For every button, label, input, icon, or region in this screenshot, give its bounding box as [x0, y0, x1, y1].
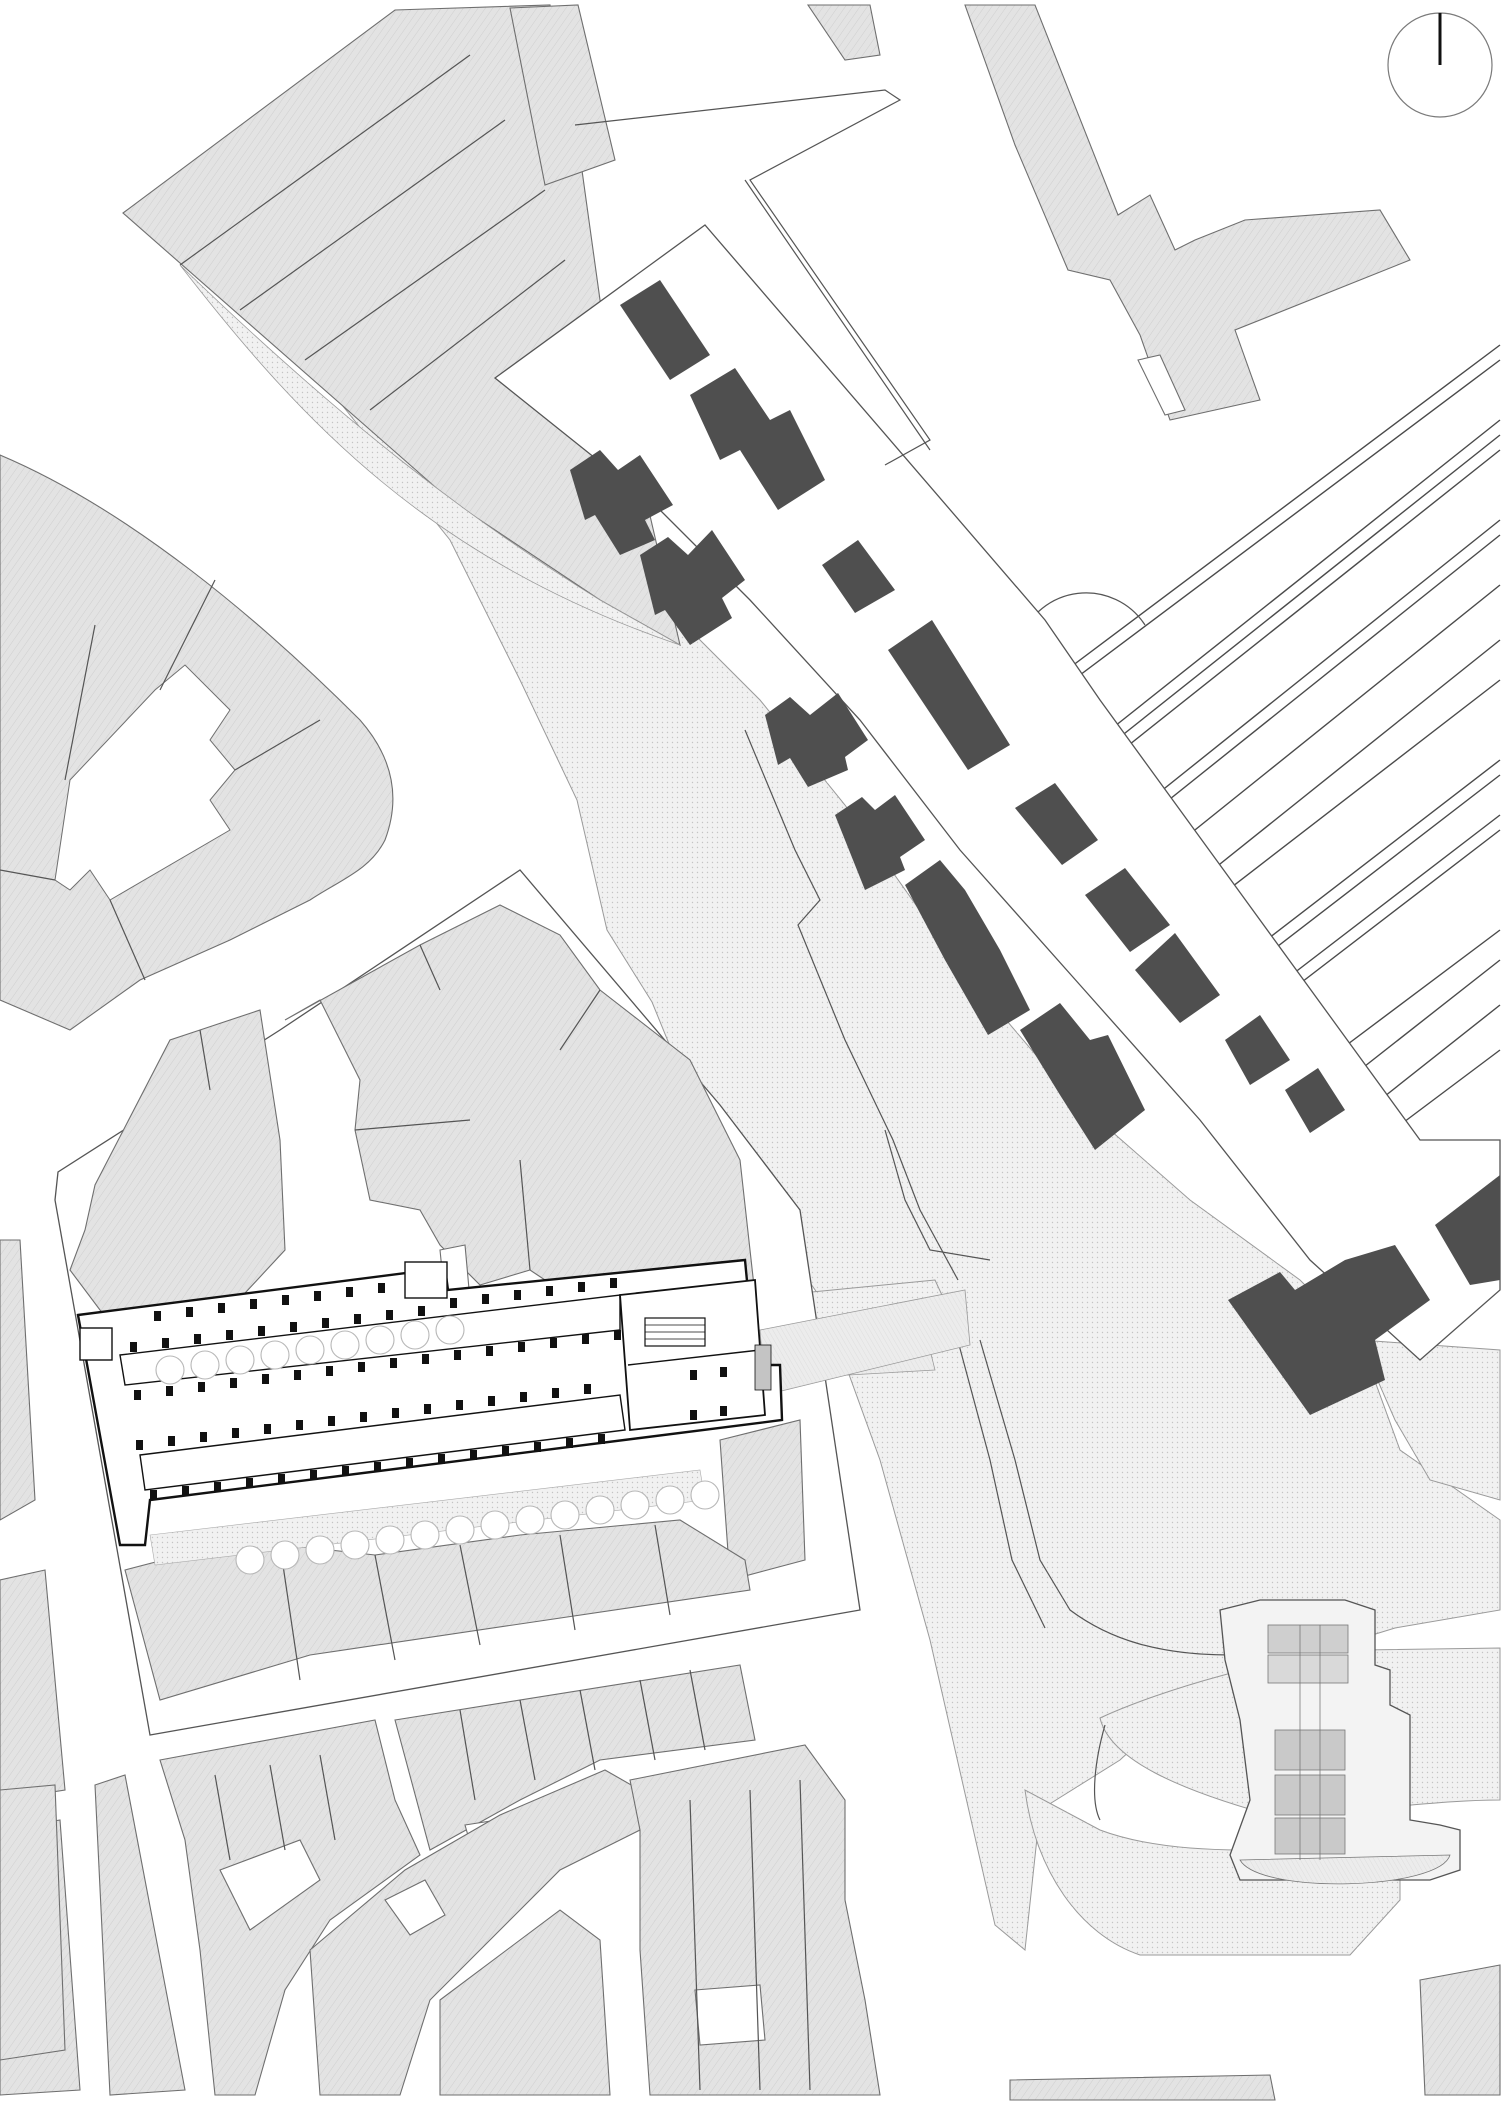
- courtyard-trees: [155, 1315, 720, 1575]
- walkway-lines: [744, 729, 1270, 1821]
- north-arrow-icon: [1387, 12, 1493, 118]
- structure-columns: [130, 1278, 727, 1500]
- south-city-blocks: [0, 1664, 1501, 2101]
- station-building: [1219, 1599, 1461, 1885]
- rail-tracks: [1019, 344, 1501, 1126]
- north-buildings: [509, 4, 1411, 421]
- west-curved-block: [0, 454, 394, 1031]
- proposed-buildings: [570, 280, 1500, 1415]
